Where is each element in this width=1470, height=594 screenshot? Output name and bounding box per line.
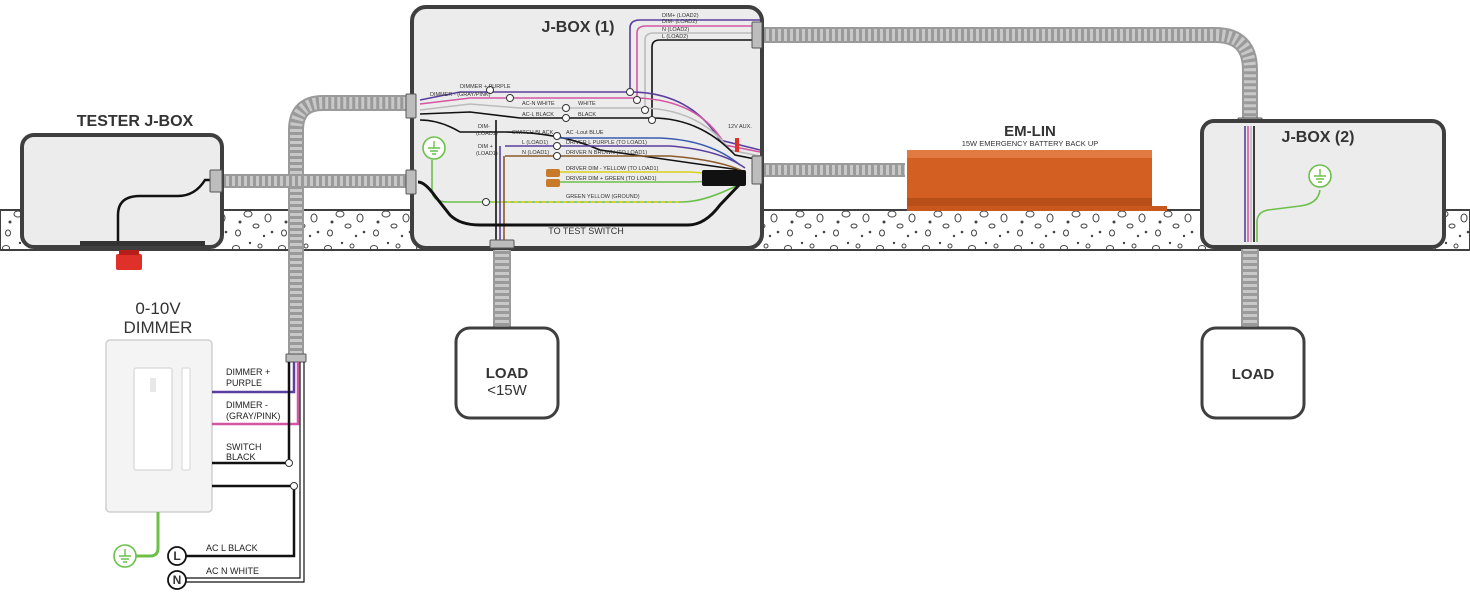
label-driver-n-brown: DRIVER N BROWN (TO LOAD1)	[566, 150, 647, 156]
label-l-load1: L (LOAD1)	[522, 140, 548, 146]
load1-subtitle: <15W	[487, 382, 527, 399]
dimmer-title-line1: 0-10V	[135, 299, 181, 318]
label-switch-black: SWITCH BLACK	[512, 130, 554, 136]
label-ac-lout-blue: AC -Lout BLUE	[566, 130, 604, 136]
label-dim-plus-load2: DIM+ (LOAD2)	[662, 13, 699, 19]
label-to-test-switch: TO TEST SWITCH	[548, 226, 624, 236]
label-switch: SWITCH	[226, 442, 262, 452]
wire-connector-icon	[546, 169, 560, 187]
red-indicator-cap	[119, 250, 139, 255]
jbox1-wiring	[417, 19, 761, 245]
label-dimmer-plus-purple: DIMMER + PURPLE	[460, 84, 511, 90]
conduit-dimmer-jbox1	[288, 95, 412, 360]
jbox1-title: J-BOX (1)	[542, 19, 615, 36]
tester-jbox	[20, 133, 224, 249]
line-symbol-icon: L	[167, 546, 187, 566]
label-12v-aux: 12V AUX.	[728, 124, 752, 130]
tester-base-plate	[80, 241, 205, 246]
tester-jbox-title: TESTER J-BOX	[77, 113, 194, 130]
label-white: WHITE	[578, 101, 596, 107]
red-indicator-icon	[116, 254, 142, 270]
label-ac-n-white: AC N WHITE	[206, 566, 259, 576]
emlin-unit	[907, 150, 1167, 211]
label-l-load2: L (LOAD2)	[662, 34, 688, 40]
load2-box	[1200, 326, 1306, 420]
ground-icon	[422, 136, 446, 160]
label-dimmer-minus: DIMMER -	[226, 400, 268, 410]
load1-box	[454, 326, 560, 420]
label-acl-black: AC-L BLACK	[522, 112, 554, 118]
label-n-load2: N (LOAD2)	[662, 27, 689, 33]
label-dimmer-plus-purple: PURPLE	[226, 378, 262, 388]
emlin-subtitle: 15W EMERGENCY BATTERY BACK UP	[962, 139, 1099, 148]
ground-icon	[1308, 164, 1332, 188]
load2-title: LOAD	[1232, 366, 1275, 383]
label-n-load1: N (LOAD1)	[522, 150, 549, 156]
label-dim-plus-load1-a: DIM +	[478, 144, 493, 150]
label-ac-l-black: AC L BLACK	[206, 543, 258, 553]
label-dim-minus-load2: DIM- (LOAD2)	[662, 19, 697, 25]
neutral-symbol-icon: N	[167, 570, 187, 590]
label-dim-minus-load1-b: (LOAD1)	[476, 131, 498, 137]
label-dim-minus-load1-a: DIM-	[478, 124, 490, 130]
label-driver-l-purple: DRIVER L PURPLE (TO LOAD1)	[566, 140, 647, 146]
emlin-title: EM-LIN	[1004, 123, 1056, 140]
jbox1-labels: DIM+ (LOAD2) DIM- (LOAD2) N (LOAD2) L (L…	[430, 13, 752, 200]
label-green-yellow-ground: GREEN YELLOW (GROUND)	[566, 194, 640, 200]
jbox1	[410, 5, 764, 250]
label-acn-white: AC-N WHITE	[522, 101, 555, 107]
label-dimmer-plus: DIMMER +	[226, 367, 270, 377]
label-dimmer-minus-graypink: DIMMER - (GRAY/PINK)	[430, 92, 491, 98]
label-switch-black: BLACK	[226, 452, 256, 462]
dimmer-title-line2: DIMMER	[124, 318, 193, 337]
jbox2-wiring	[1244, 126, 1321, 242]
label-black: BLACK	[578, 112, 596, 118]
label-dim-plus-load1-b: (LOAD1)	[476, 151, 498, 157]
jbox2-title: J-BOX (2)	[1282, 129, 1355, 146]
dimmer-device[interactable]	[105, 339, 213, 513]
label-driver-dim-yellow: DRIVER DIM - YELLOW (TO LOAD1)	[566, 166, 659, 172]
n-symbol: N	[173, 573, 182, 587]
load1-title: LOAD	[486, 365, 529, 382]
l-symbol: L	[173, 549, 180, 563]
label-driver-dim-green: DRIVER DIM + GREEN (TO LOAD1)	[566, 176, 657, 182]
tester-black-wire	[116, 178, 220, 242]
conduit-jbox1-jbox2	[760, 27, 1258, 122]
ground-icon	[113, 544, 137, 568]
dimmer-wiring	[136, 362, 305, 583]
label-dimmer-minus-graypink: (GRAY/PINK)	[226, 411, 280, 421]
